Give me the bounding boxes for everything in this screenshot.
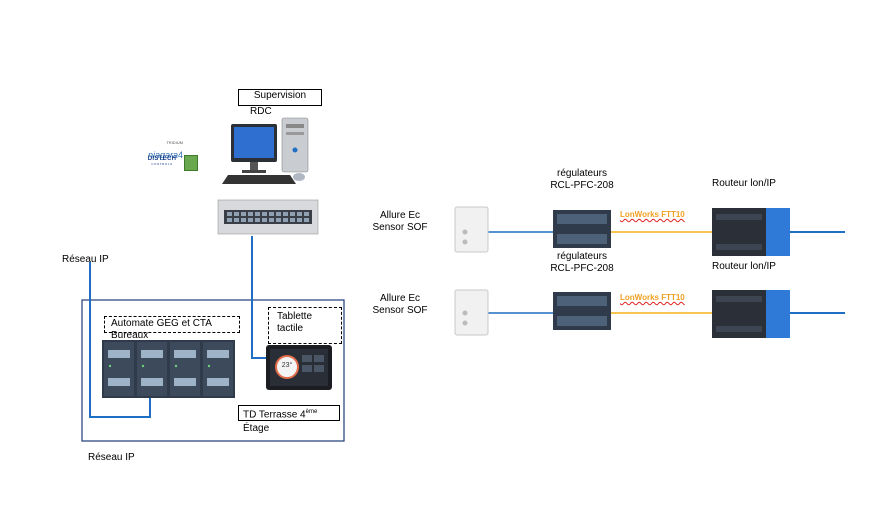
regulator-label-1-line2: RCL-PFC-208: [550, 180, 614, 191]
sensor-label-2: Allure Ec Sensor SOF: [370, 293, 430, 317]
switch-to-tablet-line: [251, 236, 268, 359]
ip-network-label-top: Réseau IP: [62, 254, 109, 265]
supervision-box: Supervision: [238, 89, 322, 106]
tablet-temperature: 23°: [281, 362, 293, 369]
sensor-label-2-line2: Sensor SOF: [372, 305, 428, 316]
regulator-icon-2: [553, 292, 611, 330]
network-switch-icon: [217, 199, 319, 235]
lonworks-label-1: LonWorks FTT10: [620, 210, 685, 219]
niagara-version: 4: [177, 150, 183, 160]
automate-controllers-icon: [102, 340, 235, 398]
sensor-icon-1: [454, 206, 489, 253]
regulator-label-2-line1: régulateurs: [556, 251, 608, 262]
router-icon-2: [712, 290, 790, 338]
sensor-label-2-line1: Allure Ec: [379, 293, 420, 304]
distech-controls-text: CONTROLS: [151, 162, 173, 166]
sensor-label-1-line2: Sensor SOF: [372, 222, 428, 233]
router-label-1: Routeur lon/IP: [712, 178, 776, 189]
sensor-label-1: Allure Ec Sensor SOF: [370, 210, 430, 234]
automate-label: Automate GEG et CTA Bureaux: [111, 318, 212, 341]
router-label-2: Routeur lon/IP: [712, 261, 776, 272]
regulator-label-1-line1: régulateurs: [556, 168, 608, 179]
td-label-line2: Étage: [243, 423, 270, 434]
niagara-logo: TRIDIUM niagara4: [143, 140, 183, 163]
router-icon-1: [712, 208, 790, 256]
lonworks-label-2: LonWorks FTT10: [620, 293, 685, 302]
distech-text: DISTECH: [147, 156, 177, 162]
tablet-label-line1: Tablette: [277, 311, 313, 322]
regulator-icon-1: [553, 210, 611, 248]
td-label-box: TD Terrasse 4ème: [238, 405, 340, 421]
td-label-main: TD Terrasse 4: [243, 409, 306, 421]
certification-badge-icon: [184, 155, 198, 171]
tablet-label-line2: tactile: [277, 323, 304, 334]
sensor-icon-2: [454, 289, 489, 336]
regulator-label-2: régulateurs RCL-PFC-208: [545, 251, 619, 275]
tablet-icon: [266, 345, 332, 390]
tridium-text: TRIDIUM: [166, 140, 183, 145]
sensor-label-1-line1: Allure Ec: [379, 210, 420, 221]
supervision-subtitle: RDC: [250, 106, 272, 117]
regulator-label-1: régulateurs RCL-PFC-208: [545, 168, 619, 192]
regulator-label-2-line2: RCL-PFC-208: [550, 263, 614, 274]
automate-label-box: Automate GEG et CTA Bureaux: [104, 316, 240, 341]
supervision-title: Supervision: [253, 90, 307, 101]
cabinet-frame: [81, 299, 345, 442]
tablet-label-box: Tablette tactile: [268, 307, 342, 344]
td-label-sup: ème: [305, 409, 318, 415]
niagara-text: niagara: [147, 150, 178, 160]
ip-network-line: [89, 262, 151, 418]
distech-logo: DISTECH CONTROLS: [142, 156, 182, 166]
ip-network-label-bottom: Réseau IP: [88, 452, 135, 463]
supervision-pc-icon: [222, 117, 309, 184]
